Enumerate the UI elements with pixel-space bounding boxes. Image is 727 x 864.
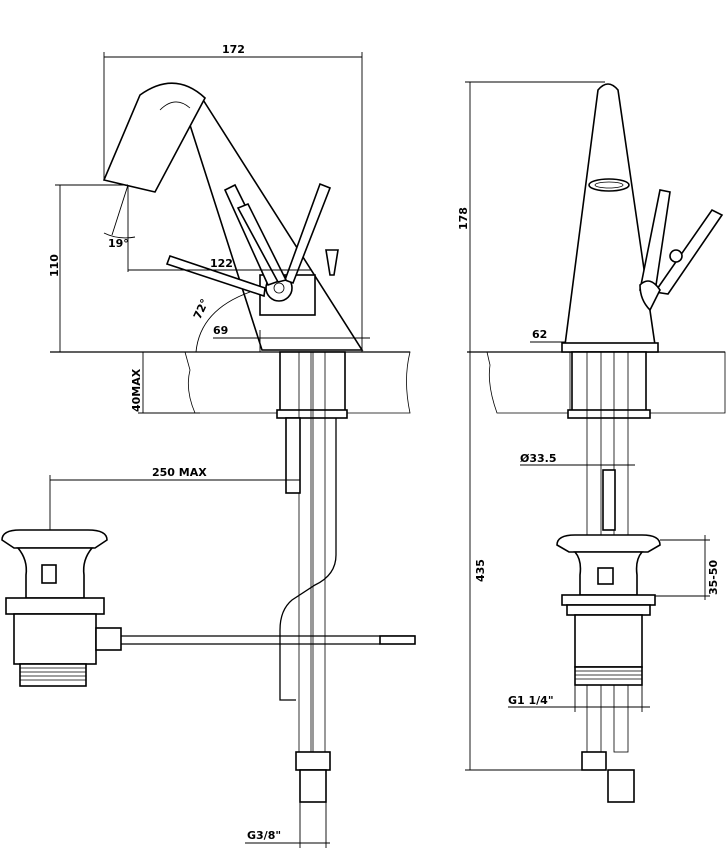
dim-hose-g38: G3/8" <box>247 829 281 842</box>
deck-slab-left <box>184 351 283 414</box>
tap-body-front <box>564 83 656 346</box>
front-dimensions: 178 435 62 Ø33.5 35-50 G1 1/4" <box>457 81 720 771</box>
spout <box>102 82 206 193</box>
dim-drain-250max: 250 MAX <box>152 466 207 479</box>
dim-base-62: 62 <box>532 328 547 341</box>
drain-linkage <box>279 418 337 701</box>
dim-height-110: 110 <box>48 254 61 277</box>
aerator <box>588 178 630 192</box>
dim-angle-19: 19° <box>108 237 129 250</box>
deck-slab-front-right <box>644 351 726 414</box>
side-view: 172 110 19° 122 72° 69 40MAX 250 MAX <box>1 43 416 848</box>
deck-slab-front-left <box>486 351 571 414</box>
side-dimensions: 172 110 19° 122 72° 69 40MAX 250 MAX <box>48 43 370 848</box>
popup-knob <box>325 249 339 276</box>
drain-front <box>556 534 661 686</box>
dim-thread-g1-1-4: G1 1/4" <box>508 694 554 707</box>
dim-reach-122: 122 <box>210 257 233 270</box>
dim-angle-72: 72° <box>191 297 212 321</box>
dim-body-178: 178 <box>457 207 470 230</box>
dim-drain-35-50: 35-50 <box>707 559 720 595</box>
levers-front <box>639 189 724 312</box>
dim-total-435: 435 <box>474 559 487 582</box>
dim-deck-40max: 40MAX <box>130 368 143 412</box>
dim-width-172: 172 <box>222 43 245 56</box>
dim-shank-33-5: Ø33.5 <box>520 452 557 465</box>
drain-side <box>1 529 122 687</box>
front-view: 178 435 62 Ø33.5 35-50 G1 1/4" <box>457 81 726 803</box>
levers <box>165 182 332 298</box>
deck-slab-right <box>344 351 411 414</box>
dim-offset-69: 69 <box>213 324 228 337</box>
